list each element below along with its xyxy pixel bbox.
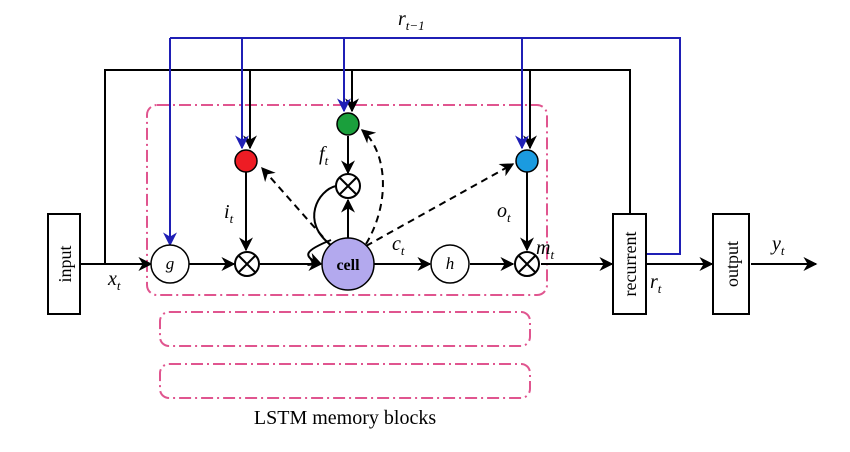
memory-block-2 [159,311,531,347]
m-t-label: mt [536,237,554,262]
memory-block-3 [159,363,531,399]
input-node [47,213,81,315]
forget-multiply-node [335,173,361,199]
recurrent-node [612,213,647,315]
output-label: output [722,241,742,287]
input-gate-node [234,149,258,173]
memory-block-1 [146,104,548,296]
o-t-label: ot [497,200,511,225]
output-node [712,213,750,315]
x-t-label: xt [107,268,121,293]
i-t-label: it [224,201,234,226]
recurrent-label: recurrent [620,232,640,297]
output-multiply-node [514,251,540,277]
cell-node [321,237,375,291]
c-t-label: ct [392,233,405,258]
forget-gate-node [336,112,360,136]
f-t-label: ft [319,143,329,168]
g-node [150,244,190,284]
h-label: h [446,254,455,273]
y-t-label: yt [770,233,785,258]
cell-label: cell [336,257,360,274]
r-prev-label: rt−1 [398,8,425,33]
r-t-label: rt [650,271,662,296]
h-node [430,244,470,284]
input-label: input [55,245,75,282]
diagram-caption: LSTM memory blocks [254,407,436,429]
output-gate-node [515,149,539,173]
g-label: g [166,254,175,273]
input-feed-line [104,69,631,264]
input-multiply-node [234,251,260,277]
recurrent-feedback-line [170,37,681,255]
